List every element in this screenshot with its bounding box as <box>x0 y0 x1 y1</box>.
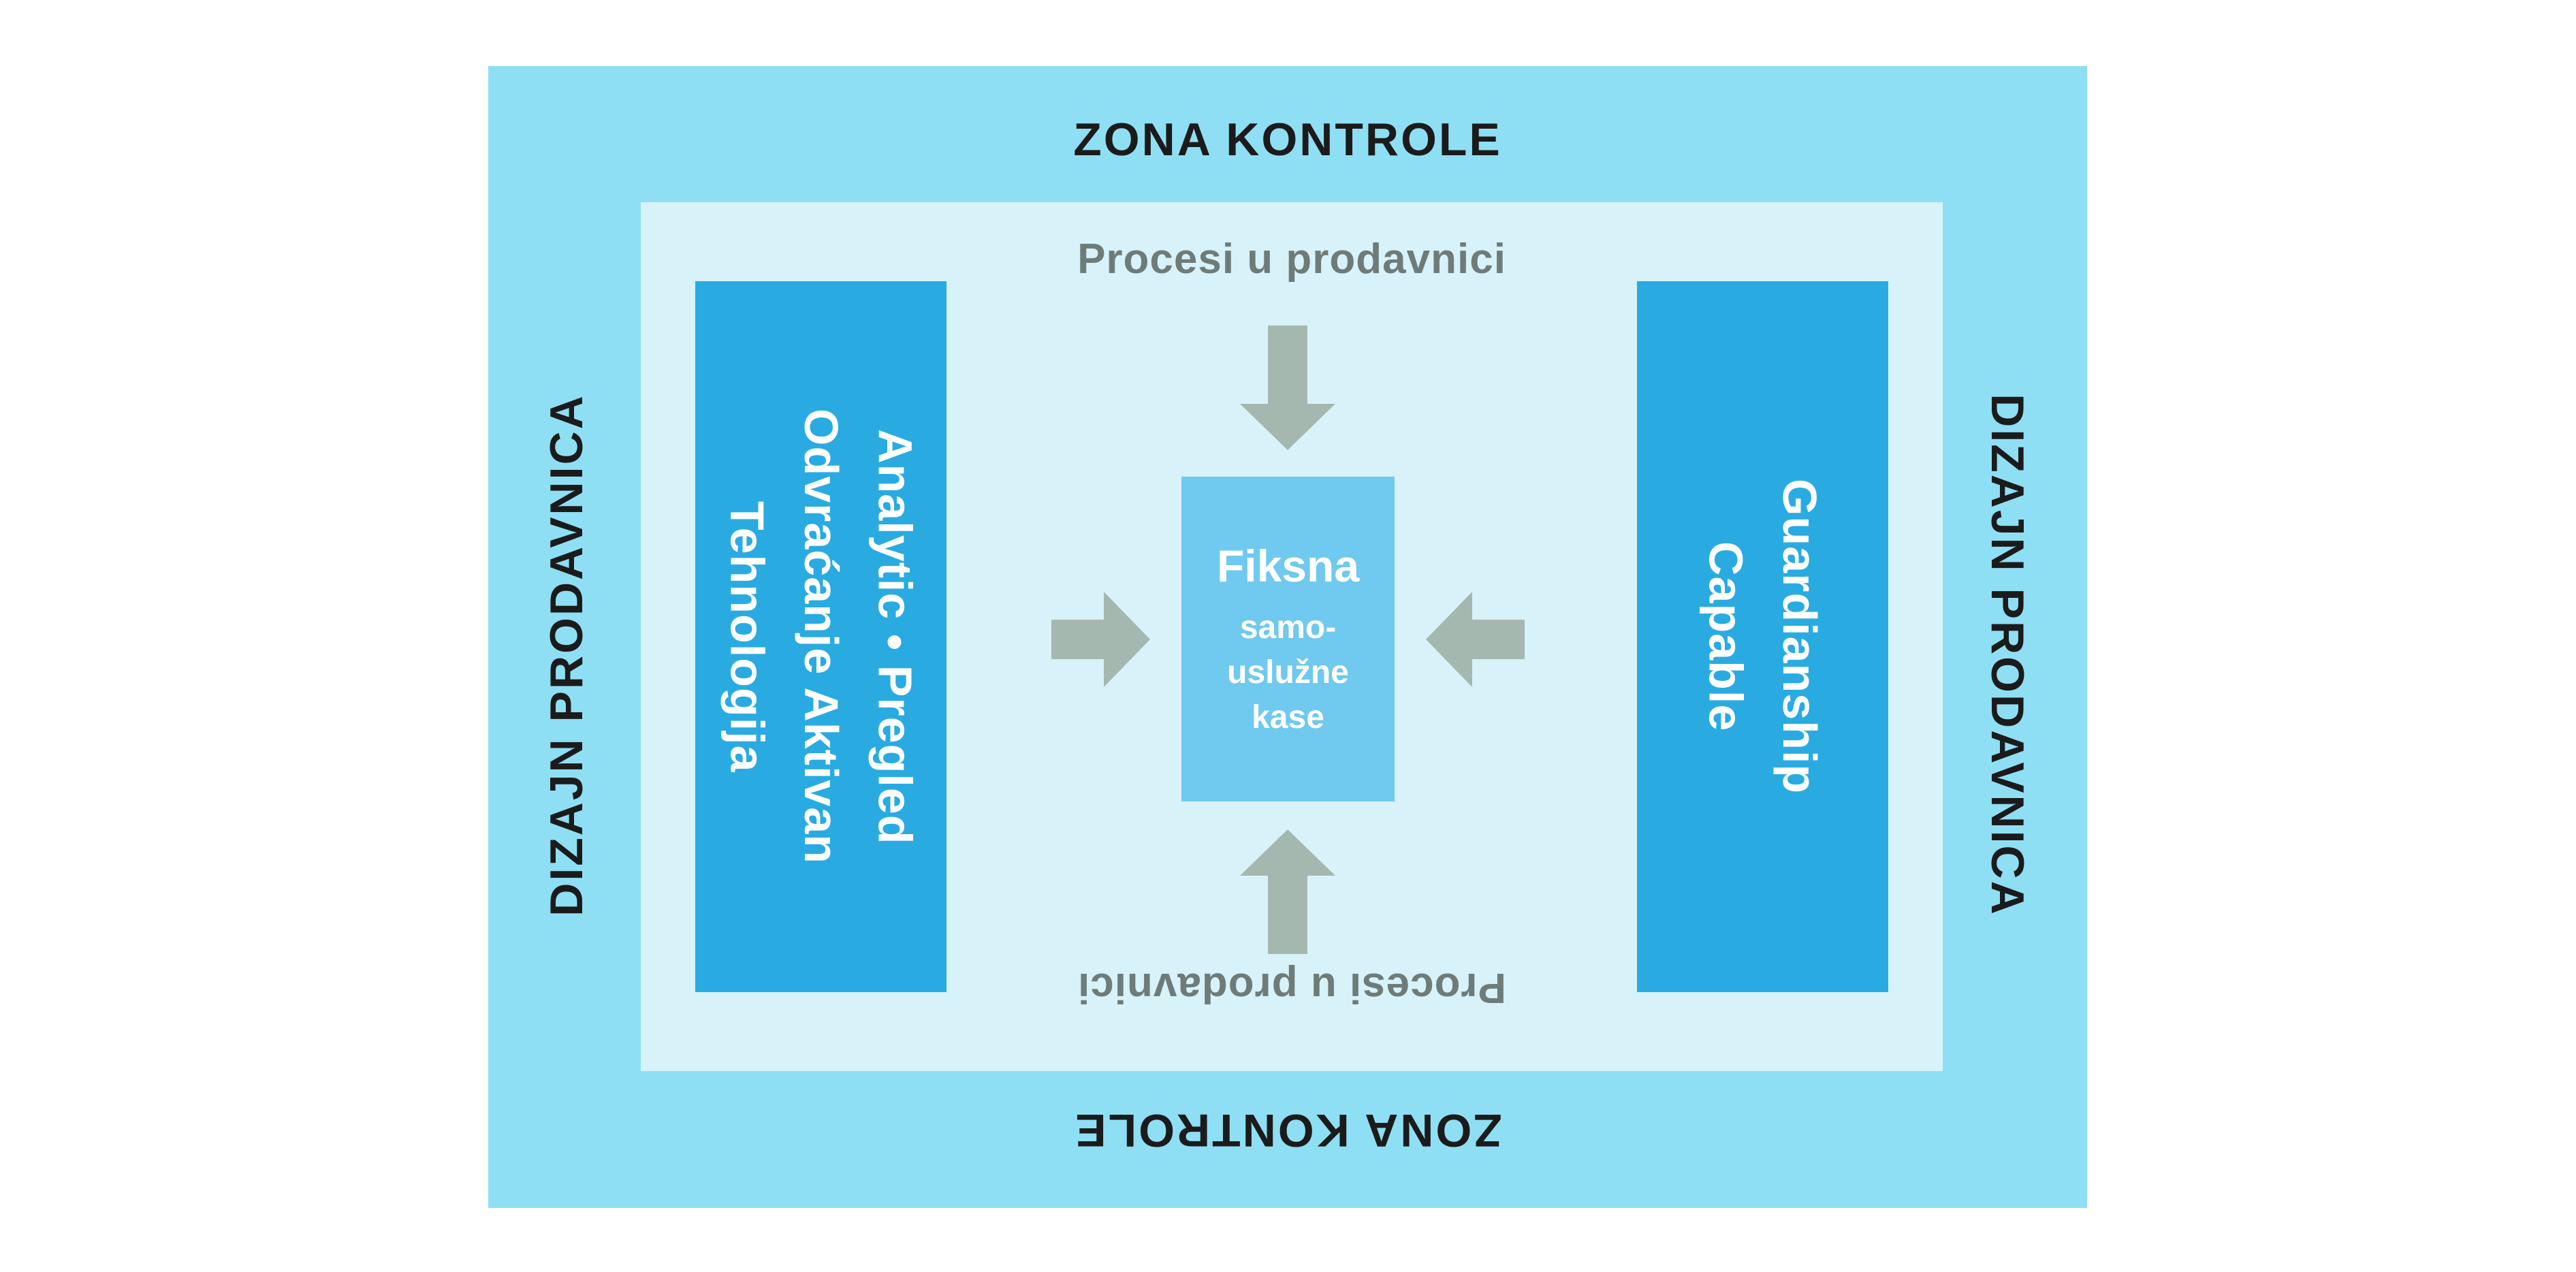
technology-line-3: Analytic • Pregled <box>868 428 922 845</box>
arrow-shaft <box>1268 325 1307 404</box>
arrow-head <box>1240 829 1335 876</box>
capable-guardianship-box-text: Capable Guardianship <box>1689 479 1836 794</box>
guardianship-line-1: Capable <box>1699 541 1753 732</box>
fixed-self-checkout-line-1: samo- <box>1239 609 1337 646</box>
control-zone-label-bottom: ZONA KONTROLE <box>1073 1104 1502 1156</box>
right-arrow-icon <box>1051 592 1150 687</box>
fixed-self-checkout-line-2: uslužne <box>1227 654 1349 690</box>
capable-guardianship-box: Capable Guardianship <box>1637 281 1888 992</box>
store-design-label-right: DIZAJN PRODAVNICA <box>1982 394 2033 917</box>
store-process-label-top: Procesi u prodavnici <box>1077 236 1506 283</box>
left-arrow-icon <box>1426 592 1525 687</box>
fixed-self-checkout-title: Fiksna <box>1216 540 1360 591</box>
fixed-self-checkout-box: Fiksna samo- uslužne kase <box>1181 477 1395 801</box>
technology-box-text: Tehnologija Odvraćanje Aktivan Analytic … <box>710 409 932 864</box>
up-arrow-icon <box>1240 829 1335 954</box>
store-design-label-left: DIZAJN PRODAVNICA <box>541 394 592 917</box>
technology-box: Tehnologija Odvraćanje Aktivan Analytic … <box>695 281 947 992</box>
arrow-shaft <box>1051 620 1104 659</box>
store-process-zone-rect: Procesi u prodavnici Procesi u prodavnic… <box>641 202 1943 1071</box>
control-zone-label-top: ZONA KONTROLE <box>1073 114 1502 165</box>
technology-line-1: Tehnologija <box>720 500 774 773</box>
down-arrow-icon <box>1240 325 1335 450</box>
arrow-shaft <box>1472 620 1525 659</box>
arrow-head <box>1240 404 1335 450</box>
fixed-self-checkout-line-3: kase <box>1252 699 1324 735</box>
arrow-head <box>1426 592 1472 687</box>
guardianship-line-2: Guardianship <box>1773 479 1826 795</box>
control-zone-rect: ZONA KONTROLE ZONA KONTROLE DIZAJN PRODA… <box>488 66 2087 1208</box>
arrow-head <box>1104 592 1150 687</box>
technology-line-2: Odvraćanje Aktivan <box>794 409 848 865</box>
arrow-shaft <box>1268 876 1307 954</box>
